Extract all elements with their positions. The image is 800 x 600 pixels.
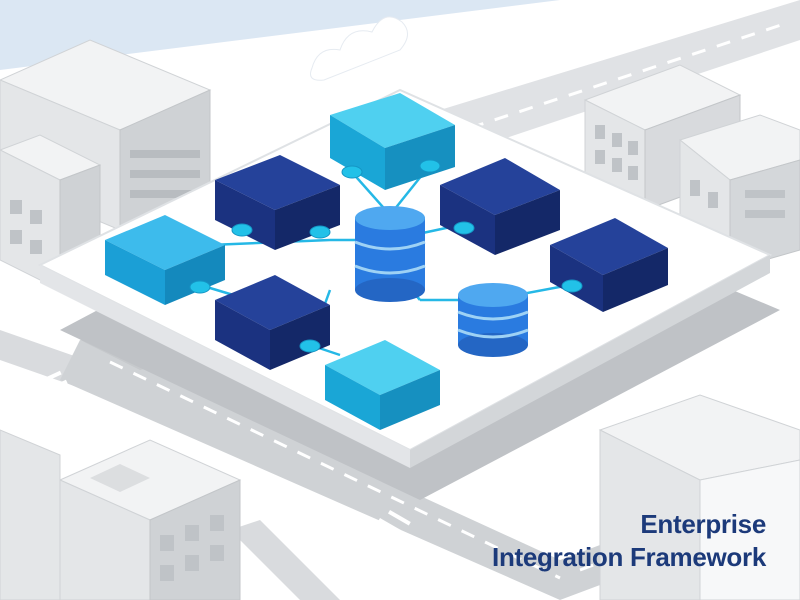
building-left — [0, 134, 102, 291]
module-right-navy — [550, 218, 668, 312]
module-lower-navy — [215, 275, 330, 370]
connector-node-icon — [189, 159, 583, 353]
module-icon — [105, 93, 668, 430]
database-icon — [354, 206, 529, 357]
building-bottom-left-edge — [0, 429, 61, 600]
cloud-icon — [310, 16, 408, 81]
caption-line-1: Enterprise — [640, 509, 766, 539]
module-left-skyblue — [105, 215, 225, 305]
caption: Enterprise Integration Framework — [492, 508, 766, 574]
module-upper-right-navy — [440, 158, 560, 255]
building-bottom-left — [58, 439, 242, 600]
database-center — [354, 206, 426, 302]
module-upper-left-navy — [215, 155, 340, 250]
module-bottom-cyan — [325, 340, 440, 430]
module-top-cyan — [330, 93, 455, 190]
caption-line-2: Integration Framework — [492, 542, 766, 572]
building-bottom-right — [598, 394, 800, 600]
database-right — [457, 283, 529, 357]
